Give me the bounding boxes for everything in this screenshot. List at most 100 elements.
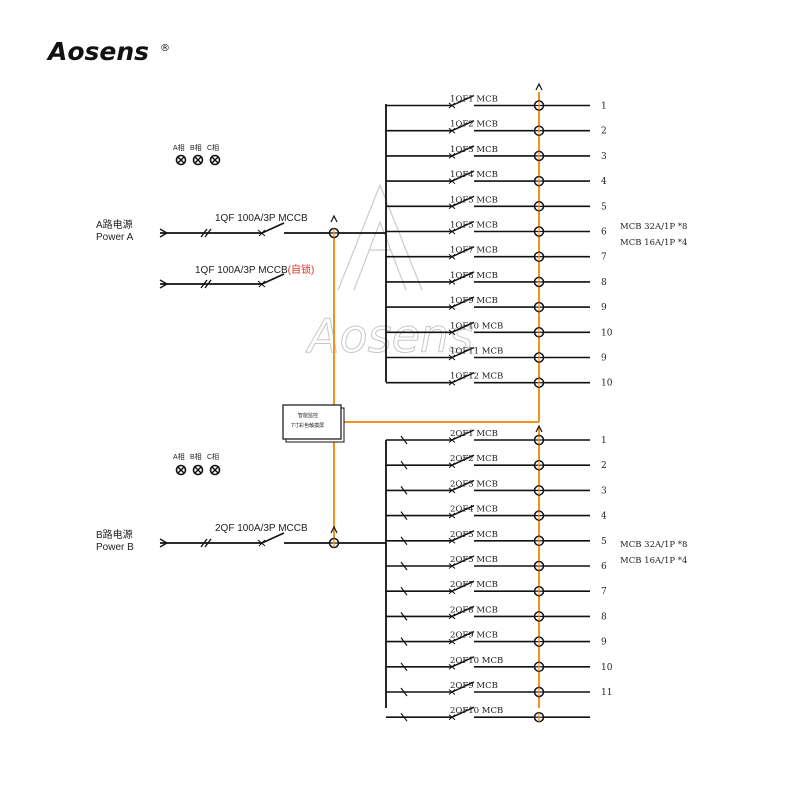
- branch-bus-connector-icon: [533, 201, 545, 212]
- single-phase-mark-icon: [400, 662, 408, 672]
- branch-circuit-number: 2: [601, 127, 607, 137]
- single-phase-mark-icon: [400, 460, 408, 470]
- branch-circuit-number: 9: [601, 354, 607, 364]
- branch-breaker-label: 1QF11 MCB: [450, 347, 503, 357]
- branch-row: 2QF10 MCB: [386, 706, 590, 722]
- branch-breaker-label: 1QF7 MCB: [450, 246, 498, 256]
- mcb-contact-icon: [451, 94, 475, 107]
- branch-bus-connector-icon: [533, 661, 545, 673]
- mcb-contact-icon: [451, 220, 475, 233]
- branch-bus-connector-icon: [533, 327, 545, 338]
- bus-end-arrow-icon: [535, 82, 543, 91]
- branch-circuit-number: 10: [601, 328, 613, 338]
- branch-circuit-number: 3: [601, 152, 607, 162]
- branch-row: 2QF4 MCB 4: [386, 505, 607, 522]
- group-a-summary-line-1: MCB 32A/1P *8: [620, 222, 687, 232]
- mcb-contact-icon: [451, 120, 475, 132]
- branch-bus-connector-icon: [533, 485, 545, 496]
- branch-breaker-label: 1QF4 MCB: [450, 170, 498, 180]
- mcb-contact-icon: [451, 429, 475, 441]
- branch-row: 1QF5 MCB 6: [386, 221, 607, 238]
- single-phase-mark-icon: [400, 586, 408, 596]
- branch-bus-connector-icon: [533, 585, 545, 597]
- branch-circuit-number: 7: [601, 253, 607, 263]
- branch-bus-connector-icon: [533, 301, 545, 313]
- branch-circuit-number: 10: [601, 663, 613, 673]
- branch-circuit-number: 7: [601, 587, 607, 597]
- group-a-summary-line-2: MCB 16A/1P *4: [620, 238, 687, 248]
- branch-breaker-label: 1QF5 MCB: [450, 221, 498, 231]
- mcb-contact-icon: [451, 145, 475, 157]
- branch-breaker-label: 2QF1 MCB: [450, 429, 498, 439]
- indicator-lamp-icon: [175, 154, 187, 166]
- single-phase-mark-icon: [400, 561, 408, 571]
- feed-a2-breaker-contact-icon: [261, 273, 285, 285]
- branch-bus-connector-icon: [533, 125, 545, 136]
- mcb-contact-icon: [451, 346, 475, 359]
- mcb-contact-icon: [451, 296, 475, 308]
- group-b-summary-line-1: MCB 32A/1P *8: [620, 540, 687, 550]
- mcb-contact-icon: [451, 706, 475, 718]
- feed-b-breaker-label: 2QF 100A/3P MCCB: [215, 523, 308, 534]
- branch-bus-connector-icon: [533, 535, 545, 547]
- branch-breaker-label: 2QF5 MCB: [450, 530, 498, 540]
- mcb-contact-icon: [451, 580, 475, 592]
- branch-breaker-label: 1QF10 MCB: [450, 321, 503, 331]
- branch-breaker-label: 2QF9 MCB: [450, 631, 498, 641]
- branch-bus-connector-icon: [533, 100, 545, 111]
- feed-a-breaker-contact-icon: [261, 222, 285, 234]
- watermark-text: Aosens: [305, 309, 473, 363]
- branch-bus-connector-icon: [533, 352, 545, 363]
- feed-a-label-cn: A路电源: [96, 218, 133, 231]
- branch-circuit-number: 6: [601, 228, 607, 238]
- indicator-lamp-icon: [192, 464, 204, 476]
- mcb-contact-icon: [451, 630, 475, 643]
- branch-circuit-number: 2: [601, 461, 607, 471]
- mcb-contact-icon: [451, 372, 475, 384]
- group-b-summary-line-2: MCB 16A/1P *4: [620, 556, 687, 566]
- single-phase-mark-icon: [400, 687, 408, 697]
- phase-indicators-a: A相 B相 C相: [173, 143, 221, 166]
- branch-circuit-number: 5: [601, 202, 607, 212]
- single-phase-mark-icon: [400, 712, 408, 722]
- bus-end-arrow-icon: [330, 214, 338, 223]
- feed-a-label-en: Power A: [96, 232, 134, 243]
- mcb-contact-icon: [451, 656, 475, 668]
- feed-a-bus-connector-icon: [328, 227, 340, 239]
- feed-b-label-cn: B路电源: [96, 528, 133, 541]
- indicator-lamp-icon: [175, 464, 187, 476]
- branch-breaker-label: 2QF4 MCB: [450, 505, 498, 515]
- feed-a2-self-lock-note: (自锁): [288, 263, 315, 276]
- branch-row: 1QF11 MCB 9: [386, 347, 607, 364]
- branch-breaker-label: 2QF2 MCB: [450, 454, 498, 464]
- bus-end-arrow-icon: [330, 525, 338, 534]
- branch-bus-connector-icon: [533, 686, 545, 698]
- branch-row: 2QF2 MCB 2: [386, 454, 607, 471]
- branch-bus-connector-icon: [533, 226, 545, 237]
- phase-label-a: A相: [173, 452, 185, 461]
- mcb-contact-icon: [451, 504, 475, 517]
- branch-circuit-number: 4: [601, 512, 607, 522]
- branch-bus-connector-icon: [533, 711, 545, 723]
- branch-breaker-label: 1QF2 MCB: [450, 120, 498, 130]
- branch-breaker-label: 2QF5 MCB: [450, 555, 498, 565]
- single-phase-mark-icon: [400, 637, 408, 646]
- indicator-lamp-icon: [192, 154, 204, 166]
- monitor-subtitle: 7寸彩色触摸屏: [291, 422, 324, 429]
- feed-a-breaker-label: 1QF 100A/3P MCCB: [215, 213, 308, 224]
- branch-bus-connector-icon: [533, 175, 545, 187]
- brand-logo: Aosens: [46, 37, 149, 66]
- branch-circuit-number: 11: [601, 688, 612, 698]
- indicator-lamp-icon: [209, 464, 221, 476]
- watermark: Aosens: [305, 183, 474, 364]
- branch-circuit-number: 8: [601, 278, 607, 288]
